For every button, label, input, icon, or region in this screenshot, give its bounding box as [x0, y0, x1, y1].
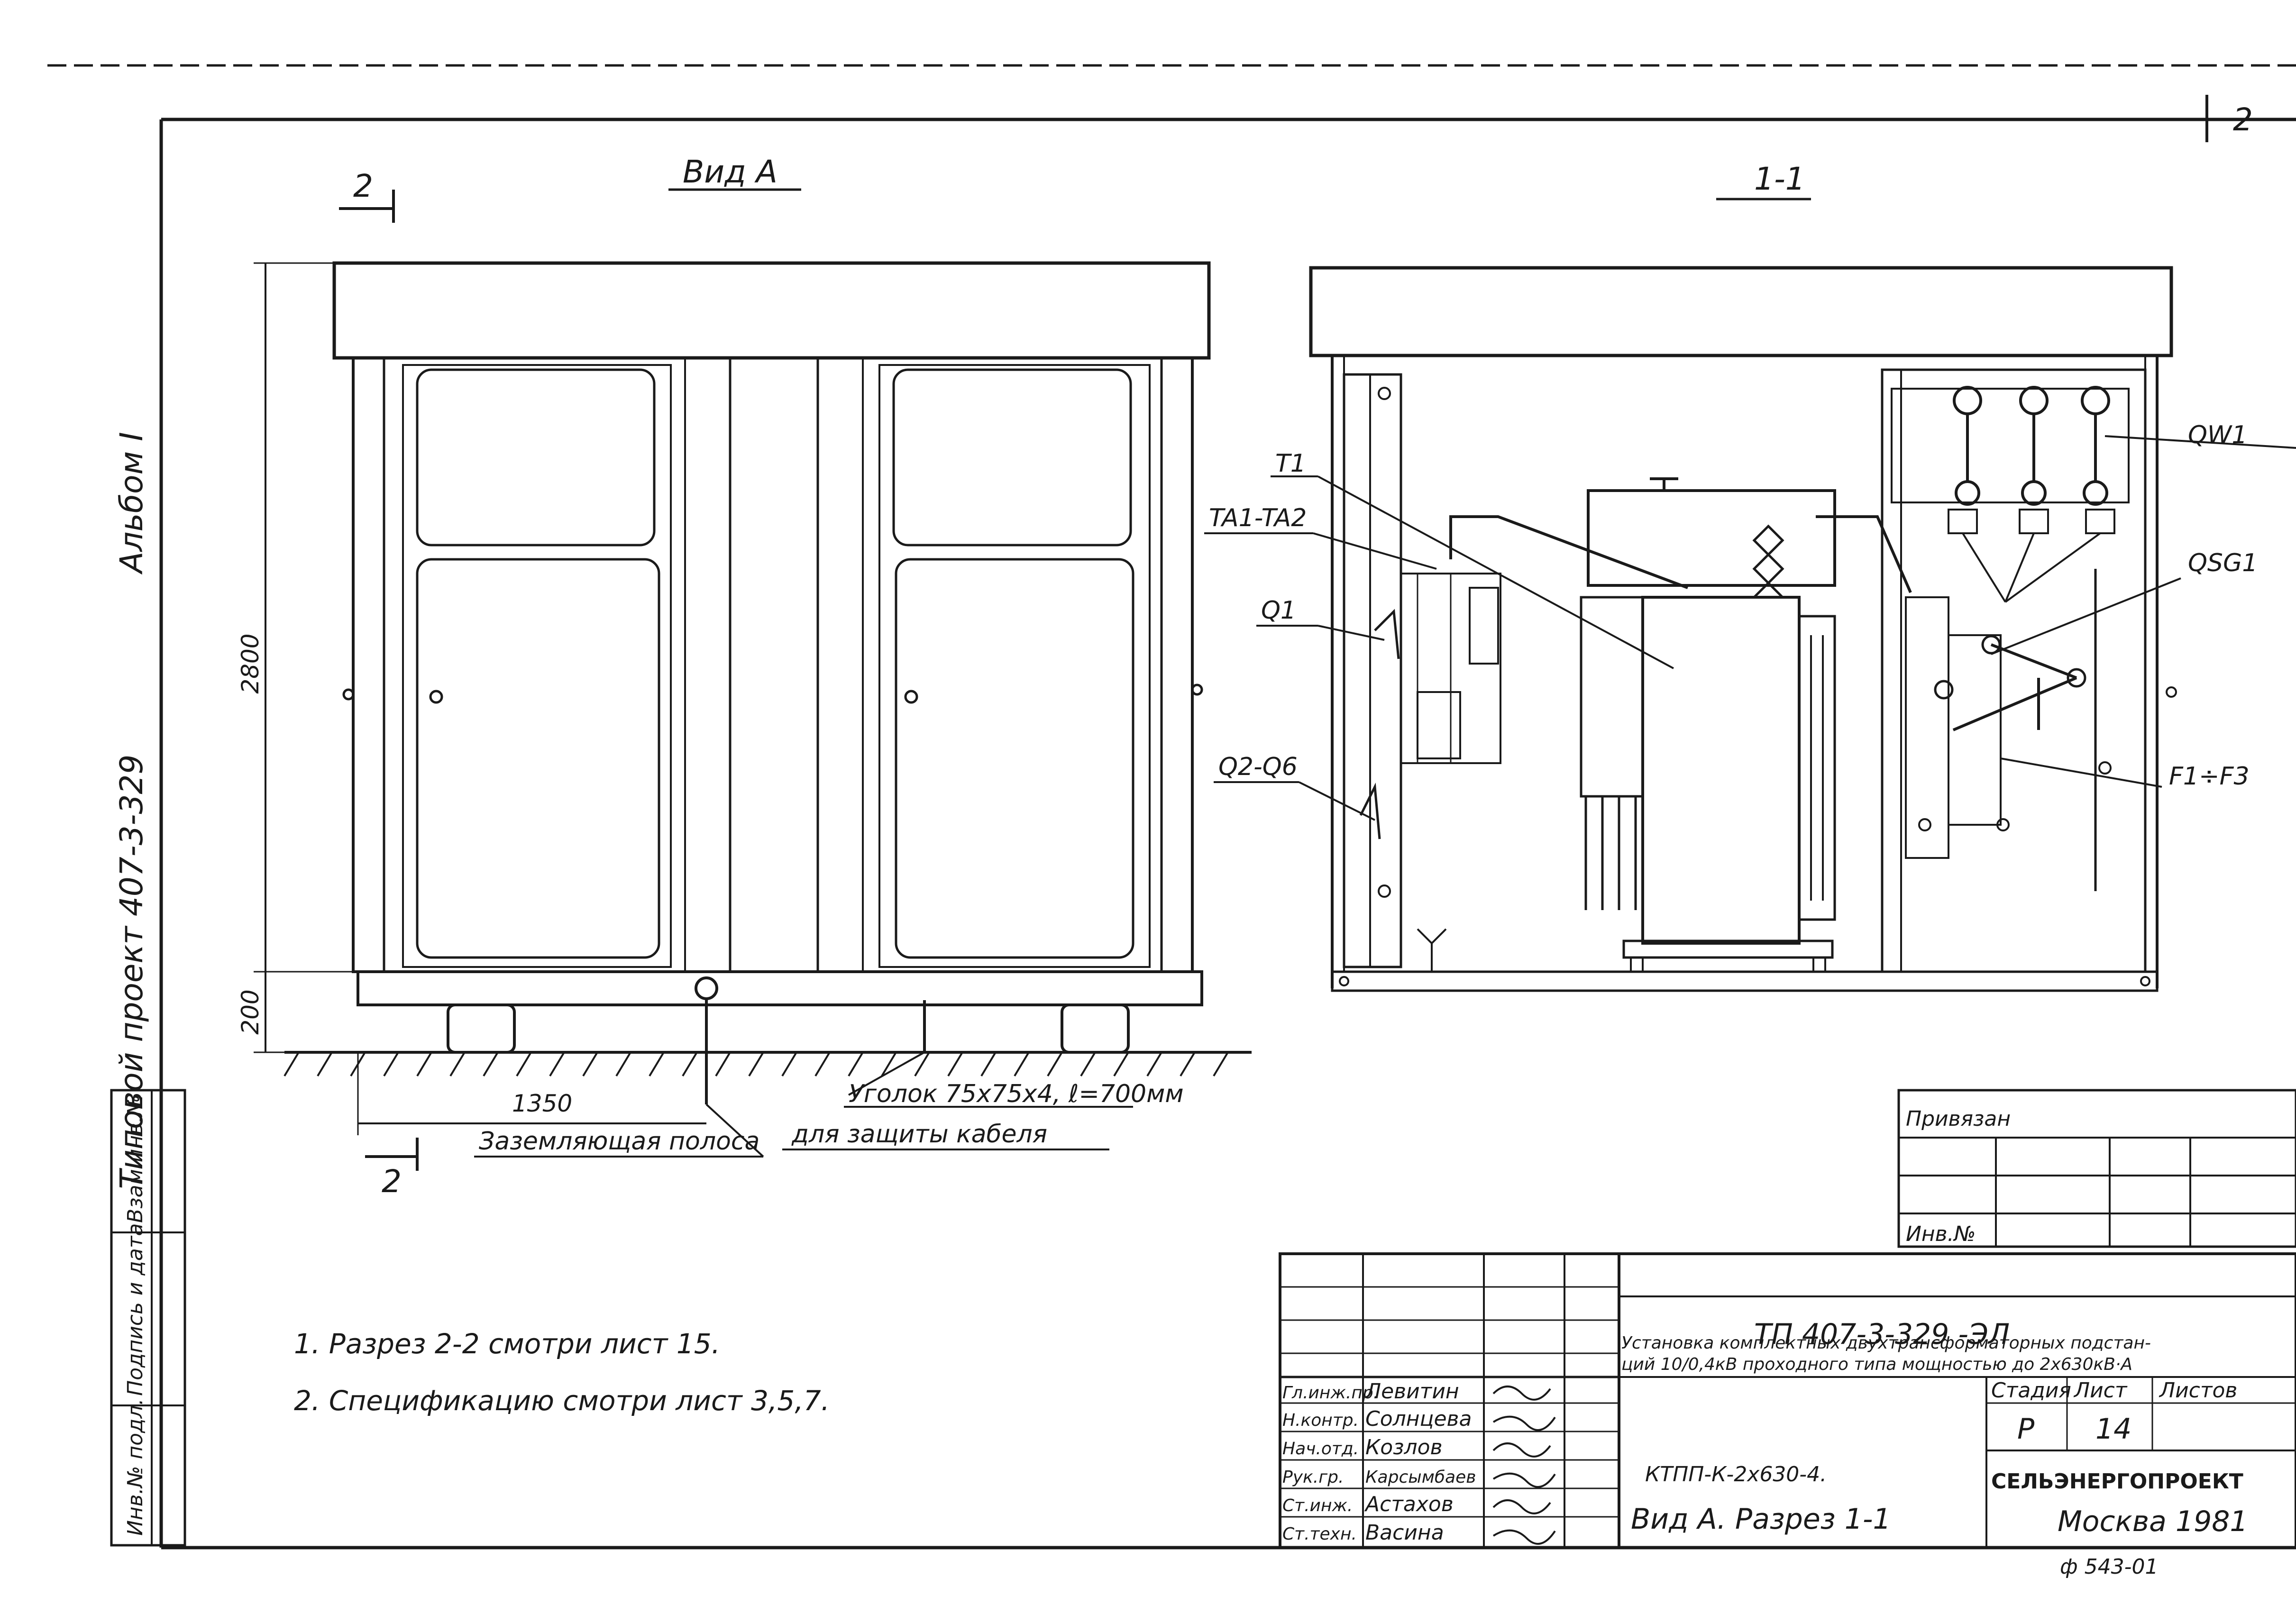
dim-base: 200 — [237, 989, 264, 1034]
role-2: Нач.отд. — [1282, 1439, 1359, 1459]
foundation-right — [1061, 1003, 1130, 1054]
label-ta1-ta2: TA1-TA2 — [1209, 504, 1307, 532]
city-year: Москва 1981 — [2058, 1505, 2248, 1538]
description-line1: Установка комплектных двухтрансформаторн… — [1621, 1333, 2151, 1353]
form-code: ф 543-01 — [2060, 1555, 2158, 1579]
binding-box: Привязан Инв.№ — [1897, 1089, 2296, 1248]
dim-width: 1350 — [512, 1090, 572, 1117]
base-frame — [357, 970, 1203, 1006]
name-5: Васина — [1365, 1521, 1444, 1545]
label-ground-strip: Заземляющая полоса — [479, 1127, 759, 1156]
view-a: Вид А 2 — [237, 154, 1252, 1200]
doc-code: ТП 407-3-329 -ЭЛ — [1754, 1318, 2010, 1351]
sheet-value: 14 — [2095, 1413, 2131, 1446]
section-mark-bottom: 2 — [382, 1163, 402, 1200]
role-0: Гл.инж.пр. — [1282, 1383, 1379, 1403]
label-q1: Q1 — [1261, 596, 1296, 625]
label-f1-f3: F1÷F3 — [2169, 762, 2250, 791]
door-right — [878, 364, 1151, 968]
view-a-title: Вид А — [683, 154, 778, 190]
role-5: Ст.техн. — [1282, 1524, 1357, 1544]
product-code: КТПП-К-2х630-4. — [1645, 1462, 1827, 1486]
lv-panel — [1343, 373, 1501, 972]
binding-inv: Инв.№ — [1906, 1222, 1976, 1246]
hv-panel — [1881, 368, 2177, 973]
org-name: СЕЛЬЭНЕРГОПРОЕКТ — [1991, 1469, 2243, 1494]
label-angle: Уголок 75х75х4, ℓ=700мм — [849, 1080, 1184, 1108]
roof-slab — [332, 261, 1211, 360]
stamp-replaced-inv: Взам.инв.№ — [123, 1094, 147, 1223]
foundation-left — [447, 1003, 516, 1054]
role-1: Н.контр. — [1282, 1411, 1359, 1430]
label-t1: T1 — [1275, 449, 1306, 478]
header-sheet: Лист — [2073, 1378, 2128, 1403]
stamp-inv-orig: Инв.№ подл. — [123, 1398, 147, 1536]
side-stamp: Инв.№ подл. Подпись и дата Взам.инв.№ — [110, 1089, 186, 1547]
stage-value: Р — [2017, 1413, 2035, 1446]
drawing-name: Вид А. Разрез 1-1 — [1631, 1503, 1891, 1536]
note-1: 1. Разрез 2-2 смотри лист 15. — [294, 1328, 720, 1360]
notes: 1. Разрез 2-2 смотри лист 15. 2. Специфи… — [294, 1328, 830, 1417]
kiosk-body — [352, 356, 1194, 973]
project-label: Типовой проект 407-3-329 — [113, 755, 150, 1189]
dim-height: 2800 — [237, 633, 264, 693]
name-1: Солнцева — [1365, 1407, 1472, 1431]
name-3: Карсымбаев — [1365, 1468, 1476, 1487]
role-4: Ст.инж. — [1282, 1496, 1353, 1515]
section-title: 1-1 — [1754, 161, 1805, 197]
title-block: Гл.инж.пр. Левитин Н.контр. Солнцева Нач… — [1279, 1252, 2296, 1549]
label-q2-q6: Q2-Q6 — [1218, 753, 1298, 781]
signatures — [1492, 1386, 1556, 1545]
name-4: Астахов — [1364, 1492, 1454, 1516]
sheet-corner-number: 2 — [2233, 101, 2253, 138]
transformer-t1 — [1449, 477, 1912, 973]
section-roof — [1309, 266, 2173, 357]
signature-roles: Гл.инж.пр. Левитин Н.контр. Солнцева Нач… — [1282, 1379, 1476, 1545]
name-0: Левитин — [1364, 1379, 1459, 1404]
door-handle-right — [904, 690, 918, 704]
section-mark-top: 2 — [353, 168, 373, 204]
role-3: Рук.гр. — [1282, 1468, 1344, 1487]
section-base — [1331, 970, 2159, 992]
margin-title: Альбом I Типовой проект 407-3-329 — [113, 432, 150, 1189]
door-left — [402, 364, 672, 968]
header-sheets: Листов — [2159, 1378, 2237, 1403]
binding-title: Привязан — [1906, 1107, 2011, 1131]
note-2: 2. Спецификацию смотри лист 3,5,7. — [294, 1385, 830, 1417]
name-2: Козлов — [1365, 1435, 1443, 1459]
door-handle-left — [429, 690, 443, 704]
label-qsg1: QSG1 — [2188, 549, 2258, 577]
section-1-1: 1-1 — [1204, 161, 2296, 992]
description-line2: ций 10/0,4кВ проходного типа мощностью д… — [1621, 1355, 2132, 1374]
stamp-signature-date: Подпись и дата — [123, 1223, 147, 1396]
header-stage: Стадия — [1991, 1378, 2071, 1403]
ground-bolt — [695, 976, 718, 1000]
album-label: Альбом I — [113, 432, 150, 575]
label-angle-purpose: для защиты кабеля — [791, 1120, 1047, 1149]
